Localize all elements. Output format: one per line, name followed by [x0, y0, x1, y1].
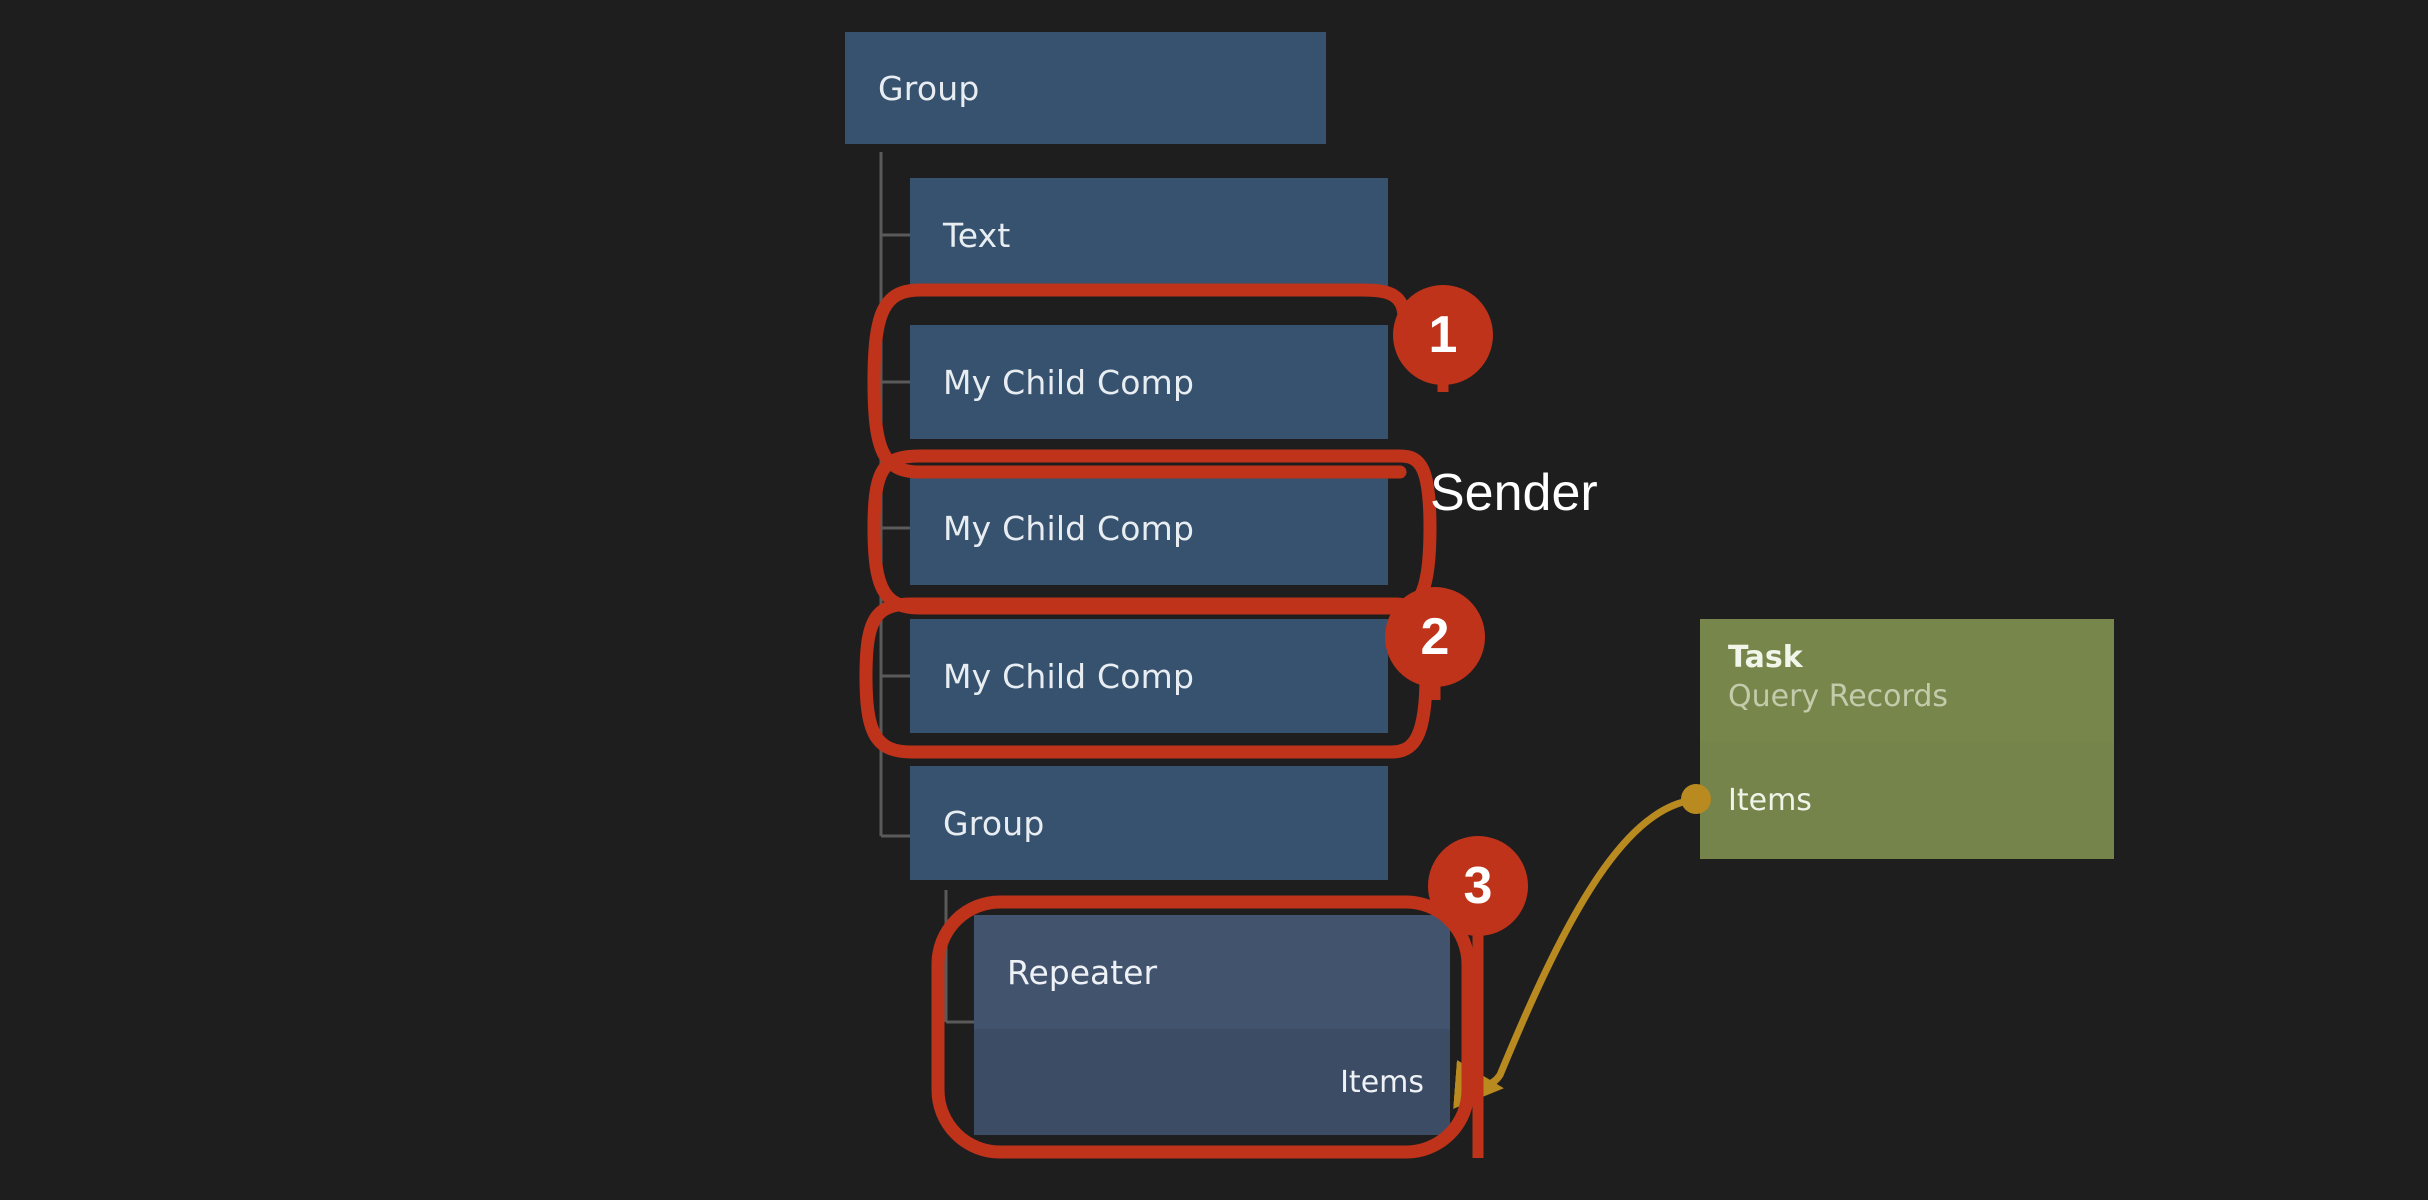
repeater-items-row[interactable]: Items	[974, 1029, 1450, 1135]
tree-node-repeater[interactable]: Repeater Items	[974, 915, 1450, 1135]
task-card-items-row[interactable]: Items	[1700, 742, 2114, 859]
tree-node-my-child-comp-2[interactable]: My Child Comp	[910, 471, 1388, 585]
task-card-header: Task Query Records	[1700, 619, 2114, 742]
annotation-badge-number: 3	[1463, 857, 1493, 915]
tree-node-text[interactable]: Text	[910, 178, 1388, 292]
tree-node-label: Group	[943, 803, 1045, 843]
tree-node-group-root[interactable]: Group	[845, 32, 1326, 144]
tree-node-my-child-comp-1[interactable]: My Child Comp	[910, 325, 1388, 439]
tree-node-label: My Child Comp	[943, 508, 1195, 548]
tree-node-group-child[interactable]: Group	[910, 766, 1388, 880]
tree-node-label: Group	[878, 68, 980, 108]
repeater-title: Repeater	[1007, 952, 1158, 992]
repeater-items-label: Items	[1340, 1064, 1424, 1100]
annotation-badge-1: 1	[1393, 285, 1493, 385]
annotation-badge-number: 2	[1420, 608, 1450, 666]
sender-annotation-label: Sender	[1430, 464, 1598, 522]
task-card-title: Task	[1728, 640, 1803, 675]
task-card-items-label: Items	[1728, 783, 1812, 818]
task-card[interactable]: Task Query Records Items	[1700, 619, 2114, 859]
tree-node-my-child-comp-3[interactable]: My Child Comp	[910, 619, 1388, 733]
annotation-badge-2: 2	[1385, 587, 1485, 687]
annotation-badge-number: 1	[1428, 306, 1458, 364]
repeater-header[interactable]: Repeater	[974, 915, 1450, 1029]
tree-node-label: Text	[943, 215, 1011, 255]
task-card-subtitle: Query Records	[1728, 679, 1948, 714]
tree-node-label: My Child Comp	[943, 656, 1195, 696]
tree-node-label: My Child Comp	[943, 362, 1195, 402]
annotation-badge-3: 3	[1428, 836, 1528, 936]
